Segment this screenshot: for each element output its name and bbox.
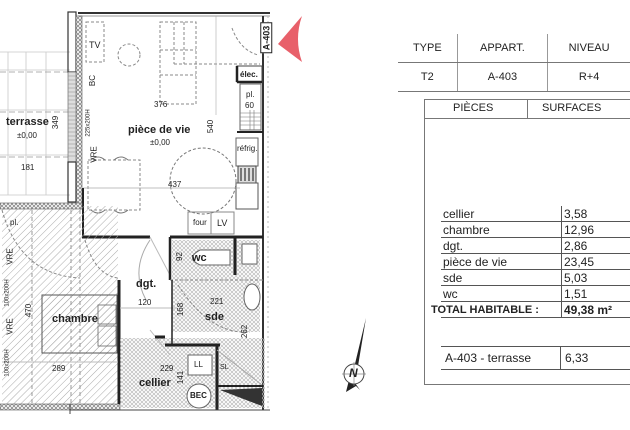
- table-row: chambre 12,96: [441, 221, 630, 238]
- lv-label: LV: [217, 218, 228, 228]
- value-appart: A-403: [456, 62, 548, 92]
- header-niveau: NIVEAU: [547, 34, 630, 63]
- dim-piece-de-vie-top: 376: [154, 100, 168, 109]
- room-name: chambre: [441, 221, 562, 238]
- header-appart: APPART.: [456, 34, 548, 63]
- surfaces-table: PIÈCES SURFACES cellier 3,58 chambre 12,…: [424, 99, 630, 385]
- room-label-terrasse: terrasse: [6, 116, 49, 128]
- entry-arrow-icon: [278, 16, 302, 62]
- table-row: wc 1,51: [441, 285, 630, 302]
- table-row: dgt. 2,86: [441, 237, 630, 254]
- value-type: T2: [398, 62, 458, 92]
- window-2-label: 100x200H: [4, 279, 11, 307]
- table-row: sde 5,03: [441, 269, 630, 286]
- room-label-piece-de-vie: pièce de vie: [128, 124, 191, 136]
- vre-3-label: VRE: [5, 318, 15, 335]
- dim-wc-v: 92: [174, 252, 184, 261]
- room-area: 12,96: [561, 221, 630, 238]
- room-area: 1,51: [561, 285, 630, 302]
- room-area: 2,86: [561, 237, 630, 254]
- room-area: 3,58: [561, 206, 630, 222]
- dim-piece-de-vie-mid: 437: [168, 180, 182, 189]
- rooms-list: cellier 3,58 chambre 12,96 dgt. 2,86 piè…: [431, 206, 630, 318]
- dim-chambre-v: 470: [24, 303, 34, 318]
- placard-label: pl.: [246, 90, 255, 99]
- room-label-cellier: cellier: [139, 377, 171, 389]
- room-label-wc: wc: [192, 252, 207, 264]
- table-row: cellier 3,58: [441, 206, 630, 222]
- total-value: 49,38 m²: [561, 301, 630, 318]
- tv-label: TV: [89, 40, 101, 50]
- dim-terrasse-v: 349: [51, 115, 61, 130]
- total-row: TOTAL HABITABLE : 49,38 m²: [431, 301, 630, 318]
- surfaces-header: PIÈCES SURFACES: [425, 100, 630, 119]
- four-label: four: [193, 218, 207, 227]
- room-label-chambre: chambre: [52, 313, 98, 325]
- header-pieces: PIÈCES: [453, 102, 494, 114]
- terrace-value: 6,33: [560, 346, 630, 370]
- terrace-area: [0, 51, 70, 196]
- header-type: TYPE: [398, 34, 458, 63]
- value-niveau: R+4: [547, 62, 630, 92]
- apartment-info-table: TYPE APPART. NIVEAU T2 A-403 R+4: [398, 34, 630, 92]
- room-area: 5,03: [561, 269, 630, 286]
- north-compass-icon: [342, 318, 366, 392]
- placard-dim: 60: [245, 101, 254, 110]
- room-name: sde: [441, 269, 562, 286]
- terrace-row-table: A-403 - terrasse 6,33: [441, 346, 630, 370]
- room-label-sde: sde: [205, 311, 224, 323]
- dim-dgt-h: 120: [138, 298, 152, 307]
- level-terrasse: ±0,00: [17, 131, 37, 140]
- total-label: TOTAL HABITABLE :: [431, 301, 552, 318]
- dim-terrasse-h: 181: [21, 163, 35, 172]
- room-name: cellier: [441, 206, 562, 222]
- room-name: wc: [441, 285, 562, 302]
- entry-label: A-403: [260, 22, 273, 54]
- level-piece-de-vie: ±0,00: [150, 138, 170, 147]
- dim-chambre-h: 289: [52, 364, 66, 373]
- room-area: 23,45: [561, 253, 630, 270]
- compass-label: N: [349, 366, 358, 380]
- dim-piece-de-vie-v: 540: [206, 119, 216, 134]
- bec-label: BEC: [190, 391, 207, 400]
- elec-label: élec.: [240, 70, 258, 79]
- dim-cellier-h: 229: [160, 364, 174, 373]
- vre-1-label: VRE: [89, 146, 99, 163]
- window-3-label: 100x200H: [4, 349, 11, 377]
- refrig-label: réfrig.: [237, 144, 258, 153]
- vre-2-label: VRE: [5, 248, 15, 265]
- dim-sde-h: 221: [210, 297, 224, 306]
- placard-chambre-label: pl.: [10, 218, 19, 227]
- floor-plan: [0, 11, 270, 414]
- table-row: pièce de vie 23,45: [441, 253, 630, 270]
- room-label-dgt: dgt.: [136, 278, 157, 290]
- header-surfaces: SURFACES: [542, 102, 602, 114]
- window-1-label: 225x200H: [85, 109, 92, 137]
- sl-label: SL: [220, 364, 229, 371]
- room-name: dgt.: [441, 237, 562, 254]
- ll-label: LL: [194, 360, 203, 369]
- dim-cellier-v: 141: [176, 370, 186, 385]
- dim-sde-v: 168: [176, 302, 186, 317]
- dim-sde-v2: 262: [240, 324, 250, 339]
- terrace-label: A-403 - terrasse: [441, 346, 561, 370]
- room-name: pièce de vie: [441, 253, 562, 270]
- terrace-row: A-403 - terrasse 6,33: [441, 346, 630, 370]
- bc-label: BC: [88, 74, 98, 87]
